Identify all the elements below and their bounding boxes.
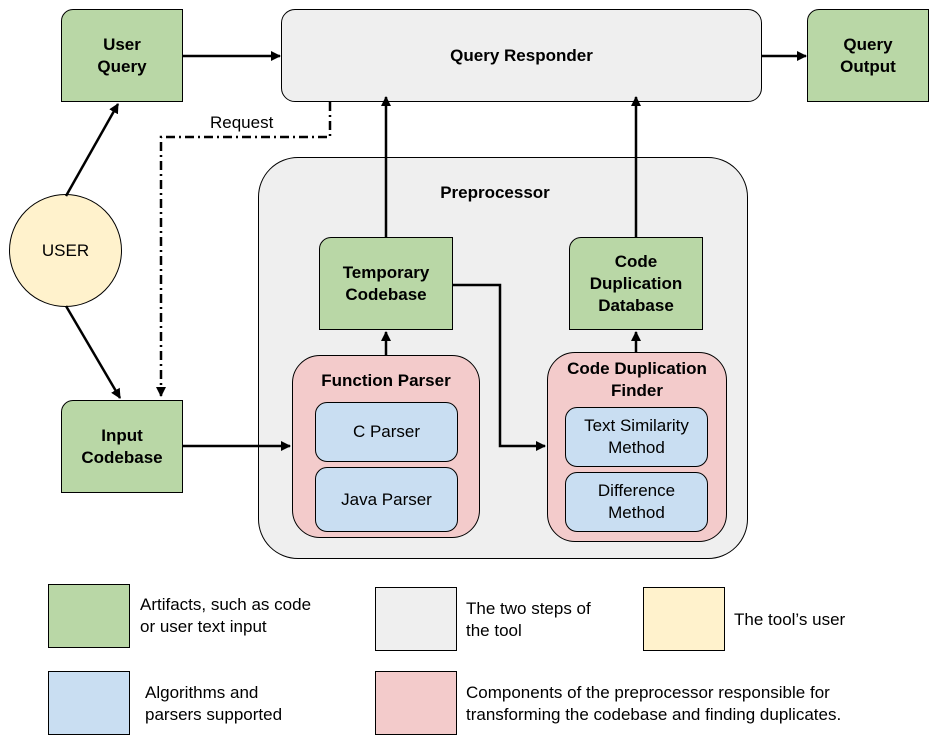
edge-user-userquery xyxy=(64,103,120,197)
query-output-label: Query Output xyxy=(840,34,896,76)
c-parser-label: C Parser xyxy=(352,422,421,441)
text-similarity-method: Text Similarity Method xyxy=(565,407,708,467)
user-query: User Query xyxy=(61,9,183,102)
preprocessor-title: Preprocessor xyxy=(440,183,550,202)
user-node-label: USER xyxy=(41,240,90,260)
legend-text-user: The tool’s user xyxy=(734,610,846,629)
legend-swatch-algorithms xyxy=(48,671,130,735)
code-duplication-finder-title: Code Duplication Finder xyxy=(567,359,707,400)
legend-swatch-artifacts xyxy=(48,584,130,648)
edge-request xyxy=(156,102,332,397)
legend-text-components: Components of the preprocessor responsib… xyxy=(466,683,842,724)
query-responder: Query Responder xyxy=(281,9,762,102)
function-parser-title: Function Parser xyxy=(321,371,451,390)
edge-temp-finder xyxy=(453,283,546,451)
input-codebase-label: Input Codebase xyxy=(81,425,163,467)
text-similarity-method-label: Text Similarity Method xyxy=(584,416,689,457)
code-duplication-database-label: Code Duplication Database xyxy=(589,251,683,315)
temporary-codebase: Temporary Codebase xyxy=(319,237,453,330)
legend-swatch-steps xyxy=(375,587,457,651)
request-label: Request xyxy=(210,113,274,132)
java-parser: Java Parser xyxy=(315,467,458,532)
edge-user-input xyxy=(64,305,122,399)
difference-method: Difference Method xyxy=(565,472,708,532)
temporary-codebase-label: Temporary Codebase xyxy=(342,262,430,304)
code-duplication-database: Code Duplication Database xyxy=(569,237,703,330)
input-codebase: Input Codebase xyxy=(61,400,183,493)
difference-method-label: Difference Method xyxy=(597,481,676,522)
user-query-label: User Query xyxy=(97,34,147,76)
java-parser-label: Java Parser xyxy=(341,489,432,509)
legend-text-algorithms: Algorithms and parsers supported xyxy=(145,683,283,724)
legend-text-artifacts: Artifacts, such as code or user text inp… xyxy=(140,595,312,636)
query-output: Query Output xyxy=(807,9,929,102)
legend-swatch-components xyxy=(375,671,457,735)
c-parser: C Parser xyxy=(315,402,458,462)
legend-swatch-user xyxy=(643,587,725,651)
legend-text-steps: The two steps of the tool xyxy=(466,599,591,640)
